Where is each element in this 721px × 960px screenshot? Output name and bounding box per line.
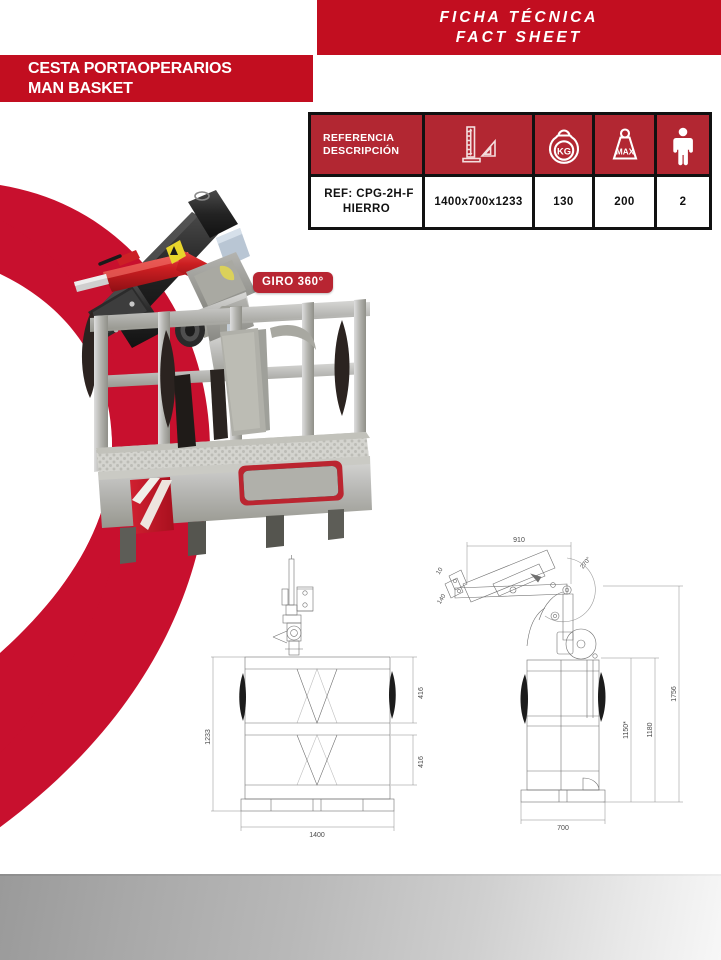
technical-drawing-front-view: 1233 416 416 1400 [205, 555, 425, 839]
side-dim-rotation-angle: 270° [579, 555, 593, 570]
product-title-spanish: CESTA PORTAOPERARIOS [28, 59, 232, 77]
front-dim-width: 1400 [309, 832, 325, 839]
header-title-block: FICHA TÉCNICA FACT SHEET [317, 0, 721, 55]
spec-header-reference-label: REFERENCIA DESCRIPCIÓN [311, 132, 399, 158]
spec-value-reference-text: REF: CPG-2H-F HIERRO [319, 187, 414, 217]
spec-header-dimensions [425, 115, 535, 177]
spec-header-reference: REFERENCIA DESCRIPCIÓN [311, 115, 425, 177]
kg-icon-label: KG [556, 145, 570, 156]
spec-header-weight: KG [535, 115, 595, 177]
spec-header-max-load: MAX [595, 115, 657, 177]
max-weight-icon: MAX [612, 127, 637, 160]
spec-table-header-row: REFERENCIA DESCRIPCIÓN [311, 115, 709, 177]
footer-gradient-bar [0, 874, 721, 960]
spec-value-reference: REF: CPG-2H-F HIERRO [311, 177, 425, 227]
spec-value-weight: 130 [535, 177, 595, 227]
front-red-panel [238, 460, 344, 506]
spec-value-reference-line2: HIERRO [342, 203, 391, 215]
spec-value-persons: 2 [657, 177, 709, 227]
spec-header-persons [657, 115, 709, 177]
side-dim-total-height: 1756 [671, 686, 678, 702]
technical-drawing-side-view: 910 270° 10 140 1756 1180 1150* 700 [435, 537, 683, 832]
giro-360-badge: GIRO 360° [253, 272, 333, 293]
header-title-spanish: FICHA TÉCNICA [439, 8, 599, 26]
spec-value-dimensions: 1400x700x1233 [425, 177, 535, 227]
product-title-block: CESTA PORTAOPERARIOS MAN BASKET [0, 55, 313, 102]
product-photo-man-basket [74, 190, 372, 564]
front-view-mast-detail [272, 555, 314, 656]
side-dim-small-140: 140 [436, 593, 448, 606]
spec-value-reference-line1: REF: CPG-2H-F [324, 188, 414, 200]
spec-header-reference-line1: REFERENCIA [323, 131, 395, 144]
side-view-boom [444, 549, 596, 647]
side-dim-1150: 1150* [623, 721, 630, 739]
spec-header-reference-line2: DESCRIPCIÓN [323, 144, 400, 157]
side-dim-small-10: 10 [435, 566, 445, 576]
boom-arm-assembly [74, 190, 250, 348]
hazard-stripe-panel [130, 477, 174, 534]
basket-assembly [81, 299, 372, 564]
side-dim-reach: 910 [513, 537, 525, 544]
ruler-square-icon [461, 125, 496, 163]
product-title-english: MAN BASKET [28, 79, 133, 97]
kg-weight-icon: KG [548, 129, 579, 164]
front-dim-lower-section: 416 [418, 756, 425, 768]
side-dim-depth: 700 [557, 825, 569, 832]
side-dim-1180: 1180 [647, 722, 654, 737]
spec-value-max-load: 200 [595, 177, 657, 227]
spec-table: REFERENCIA DESCRIPCIÓN [308, 112, 712, 230]
front-dim-height: 1233 [205, 729, 212, 745]
header-title-english: FACT SHEET [455, 28, 583, 46]
max-icon-label: MAX [615, 147, 634, 156]
spec-table-data-row: REF: CPG-2H-F HIERRO 1400x700x1233 130 2… [311, 177, 709, 227]
front-dim-upper-section: 416 [418, 687, 425, 699]
person-icon [673, 127, 693, 165]
